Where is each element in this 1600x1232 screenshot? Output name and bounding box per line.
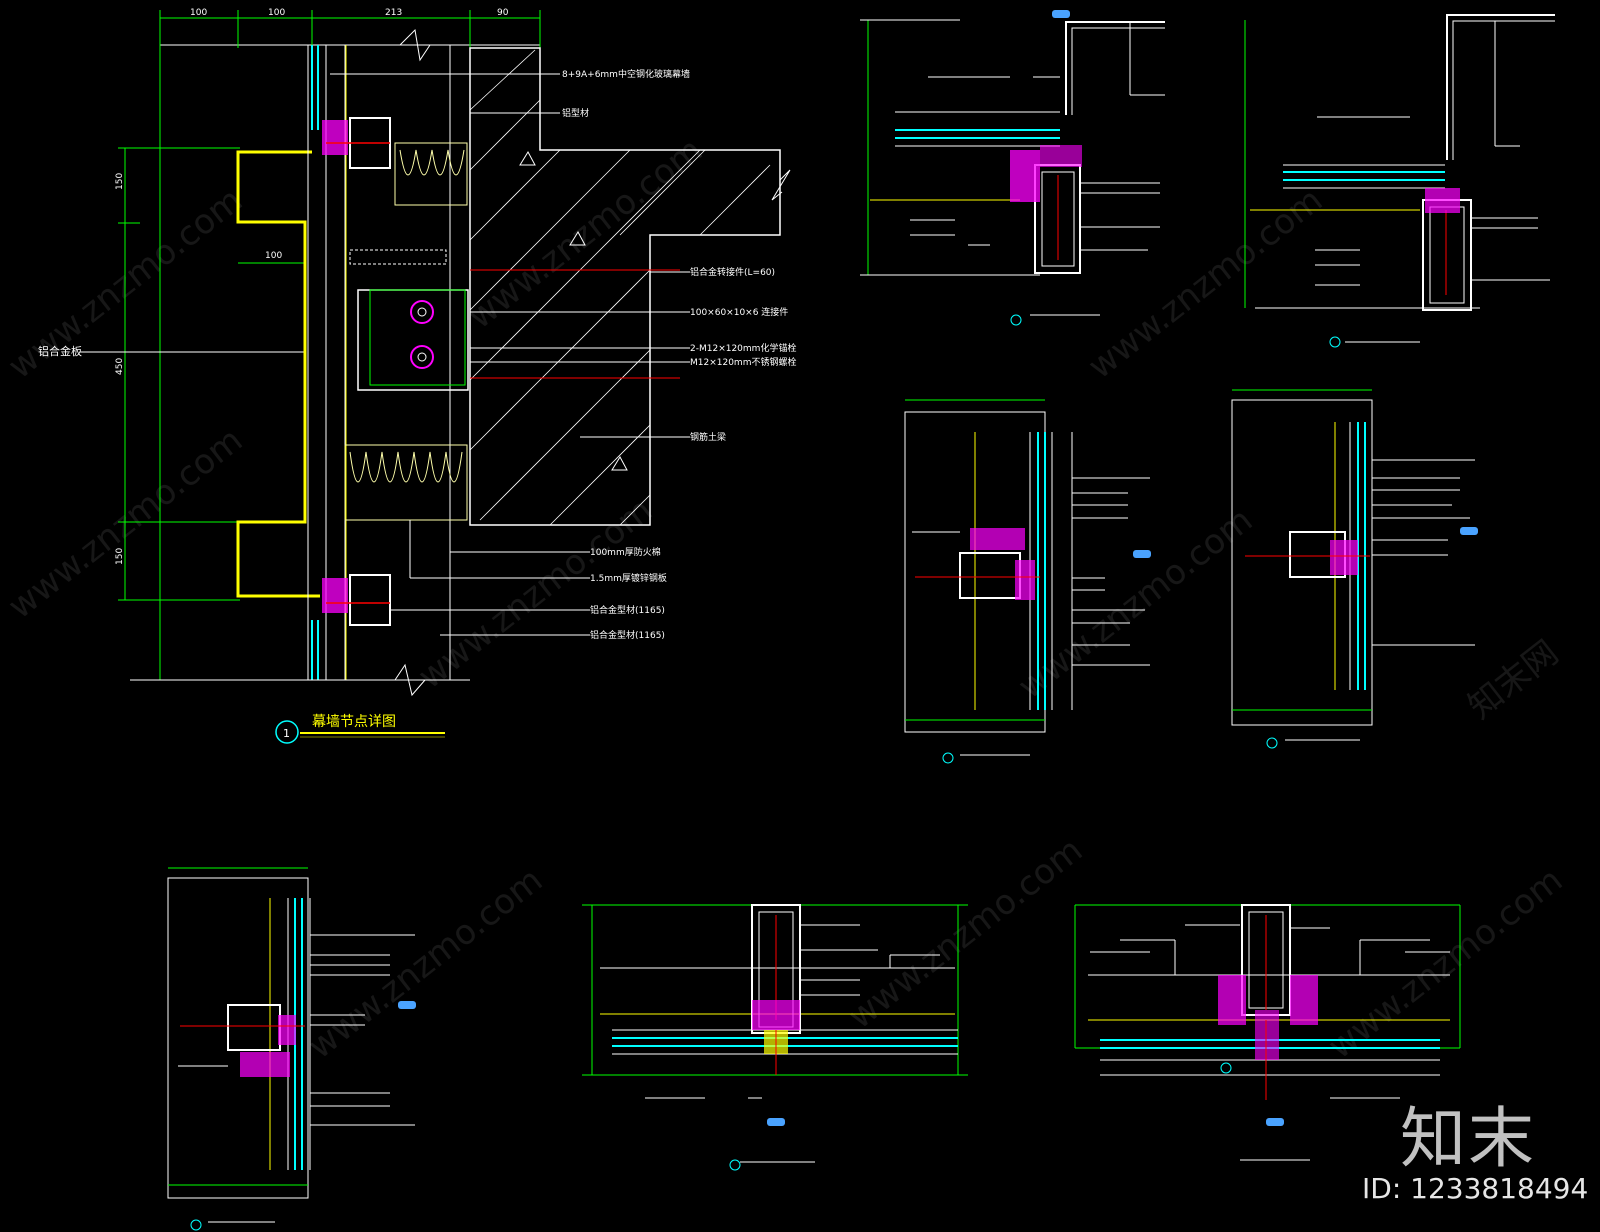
dimension-label: 150 (115, 173, 125, 190)
watermark-text: www.znzmo.com (1321, 860, 1570, 1067)
detail-number: 1 (283, 727, 290, 740)
detail-mullion-mid-1 (904, 399, 1151, 764)
brand-logo: 知末 (1400, 1100, 1536, 1177)
callout-label: 铝合金型材(1165) (590, 629, 665, 641)
mullion-profile (349, 574, 391, 626)
callout-label: 8+9A+6mm中空钢化玻璃幕墙 (562, 68, 690, 80)
dimension-label: 150 (115, 548, 125, 565)
callout-label: 2-M12×120mm化学锚栓 (690, 342, 796, 354)
main-section-detail: 100 100 213 90 150 450 150 100 铝合金板 (38, 8, 796, 744)
callout-label: 100×60×10×6 连接件 (690, 306, 788, 318)
watermark-text: www.znzmo.com (1, 420, 250, 627)
profile-clamp (322, 578, 348, 613)
chemical-anchor-bolt (410, 300, 434, 369)
callout-label: 铝合金板 (38, 344, 82, 358)
callout-label: 1.5mm厚镀锌钢板 (590, 572, 667, 584)
dimension-label: 100 (268, 8, 285, 18)
callout-label: 钢筋土梁 (690, 431, 726, 443)
detail-plan-mullion-2 (1074, 904, 1461, 1161)
detail-top-sill-2 (1244, 14, 1555, 348)
dimension-label: 90 (497, 8, 509, 18)
detail-transom-bottom (167, 867, 416, 1231)
dimension-label: 100 (190, 8, 207, 18)
aluminum-panel (236, 150, 320, 598)
watermark-text: www.znzmo.com (1081, 180, 1330, 387)
watermark-text: 知末网 (1461, 633, 1566, 727)
detail-top-sill-1 (860, 10, 1165, 326)
watermark-text: www.znzmo.com (411, 490, 660, 697)
callout-label: 100mm厚防火棉 (590, 546, 661, 558)
callout-label: M12×120mm不锈钢螺栓 (690, 356, 796, 368)
concrete-beam (469, 47, 781, 526)
detail-mullion-mid-2 (1231, 389, 1478, 749)
transom-profile (227, 1004, 281, 1051)
detail-number-circle (275, 720, 299, 744)
transom-profile (959, 552, 1021, 599)
dimension-label: 100 (265, 251, 282, 261)
callout-label: 铝合金转接件(L=60) (690, 266, 775, 278)
dimension-label: 450 (115, 358, 125, 375)
watermark-text: www.znzmo.com (461, 130, 710, 337)
callout-label: 铝合金型材(1165) (590, 604, 665, 616)
watermark-text: www.znzmo.com (301, 860, 550, 1067)
watermark-text: www.znzmo.com (841, 830, 1090, 1037)
drawing-title: 幕墙节点详图 (312, 714, 396, 730)
callout-label: 铝型材 (562, 107, 589, 119)
watermark-text: www.znzmo.com (1011, 500, 1260, 707)
image-id-label: ID: 1233818494 (1362, 1172, 1589, 1205)
fire-insulation (344, 142, 468, 521)
dimension-label: 213 (385, 8, 402, 18)
profile-clamp (322, 120, 348, 155)
detail-plan-mullion-1 (582, 904, 968, 1171)
